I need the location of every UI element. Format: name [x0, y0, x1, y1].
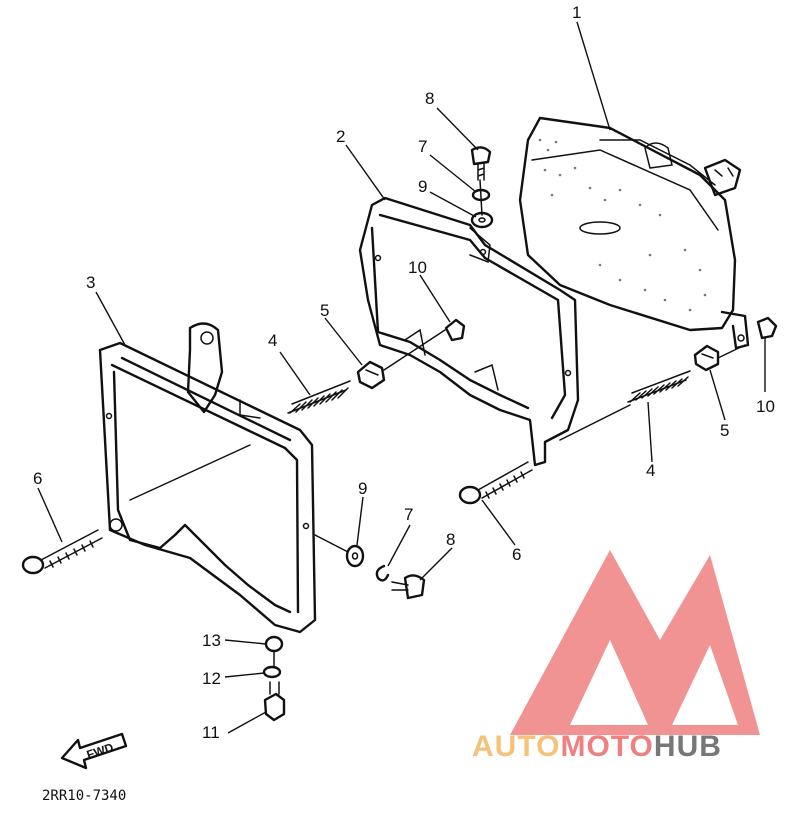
- watermark-word-hub: HUB: [654, 730, 722, 763]
- screw-top: [470, 146, 492, 181]
- watermark-wordmark: AUTOMOTOHUB: [472, 730, 722, 763]
- adjusting-spring-right: [627, 370, 691, 403]
- label-part-8b: 8: [446, 530, 455, 549]
- label-part-10a: 10: [408, 258, 427, 277]
- leader-lines: [37, 21, 766, 734]
- cap-left: [444, 318, 466, 342]
- label-part-9a: 9: [418, 177, 427, 196]
- diagram-code: 2RR10-7340: [42, 788, 126, 804]
- label-part-4b: 4: [646, 461, 655, 480]
- adjusting-screw-right: [458, 461, 533, 505]
- label-part-6a: 6: [33, 469, 42, 488]
- part-labels: 1 2 3 4 4 5 5 6 6 7 7 8 8 9 9 10 10 11 1…: [33, 3, 775, 742]
- label-part-5a: 5: [320, 301, 329, 320]
- watermark-word-auto: AUTO: [472, 730, 560, 763]
- label-part-11: 11: [202, 723, 220, 742]
- outer-rim: [98, 322, 317, 634]
- washer-lower: [345, 544, 365, 568]
- label-part-5b: 5: [720, 421, 729, 440]
- fwd-label: FWD: [85, 740, 116, 762]
- watermark-triangle: [510, 550, 760, 735]
- label-part-3: 3: [86, 273, 95, 292]
- adjusting-spring-left: [287, 380, 351, 414]
- adjuster-nut-right: [693, 344, 720, 372]
- adjusting-screw-left: [21, 529, 103, 575]
- adjuster-nut-left: [356, 360, 386, 390]
- washer-bottom: [262, 665, 282, 679]
- label-part-10b: 10: [756, 397, 775, 416]
- label-part-1: 1: [572, 3, 581, 22]
- lock-washer-lower: [375, 564, 390, 582]
- label-part-4a: 4: [268, 331, 277, 350]
- nut-bottom: [264, 635, 284, 653]
- label-part-9b: 9: [358, 479, 367, 498]
- fwd-arrow: FWD: [60, 732, 128, 770]
- cap-right: [756, 316, 778, 340]
- screw-bottom: [263, 681, 286, 722]
- label-part-8a: 8: [425, 89, 434, 108]
- label-part-7b: 7: [404, 505, 413, 524]
- watermark-logo: [510, 550, 760, 735]
- headlight-bracket: [358, 196, 580, 467]
- label-part-12: 12: [202, 669, 221, 688]
- watermark-word-moto: MOTO: [560, 730, 653, 763]
- label-part-7a: 7: [418, 137, 427, 156]
- screw-lower: [391, 574, 426, 600]
- assembly-axis-lines: [129, 179, 746, 668]
- headlight-unit: [518, 116, 750, 350]
- label-part-2: 2: [336, 127, 345, 146]
- label-part-13: 13: [202, 631, 221, 650]
- label-part-6b: 6: [512, 545, 521, 564]
